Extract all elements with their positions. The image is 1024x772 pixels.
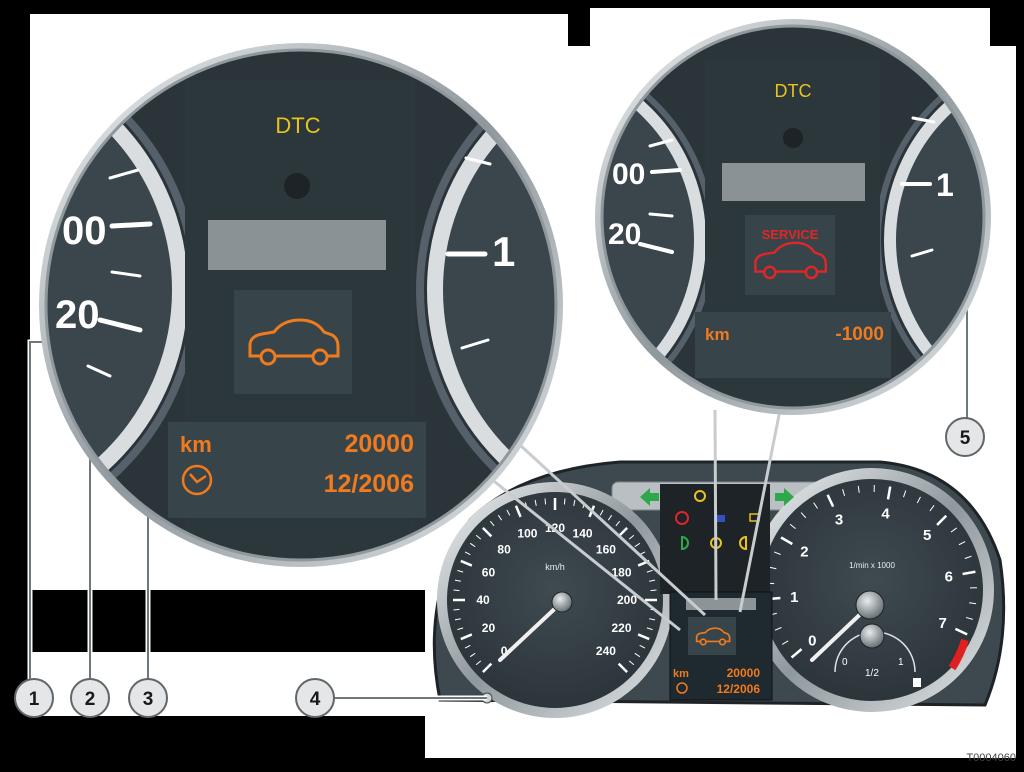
zoom-right-scale-20: 20 [608, 218, 641, 251]
speedo-label: 60 [482, 566, 496, 580]
zoom-right-info-box [695, 312, 891, 378]
zoom-left-scale-20: 20 [55, 293, 100, 337]
speedo-label: 140 [573, 527, 593, 541]
zoom-left-date: 12/2006 [324, 470, 414, 498]
tacho-label: 5 [923, 527, 931, 544]
callout-badge-4: 4 [296, 679, 334, 717]
zoom-left-unit: km [180, 432, 212, 457]
tacho-unit-label: 1/min x 1000 [849, 561, 895, 570]
speedo-unit-label: km/h [545, 562, 565, 572]
figure-id: T0004060 [966, 752, 1016, 764]
svg-text:2: 2 [85, 689, 96, 710]
tacho-label: 7 [939, 615, 947, 632]
callout-badge-1: 1 [15, 679, 53, 717]
svg-text:1: 1 [29, 689, 40, 710]
svg-text:4: 4 [310, 689, 321, 710]
tacho-label: 1 [790, 589, 798, 606]
speedo-tick [651, 590, 657, 591]
fuel-pump-icon [913, 678, 921, 687]
speedo-tick [453, 590, 459, 591]
speedo-label: 240 [596, 644, 616, 658]
svg-text:3: 3 [143, 689, 154, 710]
tacho-label: 6 [945, 569, 953, 586]
speedo-label: 40 [476, 593, 490, 607]
speedo-label: 80 [497, 542, 511, 556]
zoom-right-display-bar [722, 163, 865, 201]
zoom-left-indicator-dot [284, 173, 310, 199]
tacho-label: 0 [808, 632, 816, 649]
zoom-left-dtc-label: DTC [275, 113, 320, 138]
zoom-right-scale-1: 1 [936, 167, 954, 203]
fuel-label-half: 1/2 [865, 668, 879, 679]
callout-badge-2: 2 [71, 679, 109, 717]
zoom-right-service-text: SERVICE [762, 227, 819, 242]
svg-text:5: 5 [960, 428, 971, 449]
zoom-right-indicator-dot [783, 128, 803, 148]
center-display: km 20000 12/2006 [670, 592, 772, 700]
zoom-right-unit: km [705, 325, 730, 344]
speedo-tick [545, 498, 546, 504]
zoom-right-distance: -1000 [835, 324, 884, 345]
fuel-label-full: 1 [898, 657, 904, 668]
speedo-label: 20 [482, 621, 496, 635]
zoom-left-display-bar [208, 220, 386, 270]
zoom-right-dtc-label: DTC [775, 81, 812, 101]
callout-badge-5: 5 [946, 418, 984, 456]
speedo-hub [552, 592, 572, 612]
tachometer: 0 1 2 3 4 5 6 7 1/min x 1000 0 1/2 1 [750, 468, 994, 712]
speedo-tick [453, 609, 459, 610]
fuel-label-empty: 0 [842, 657, 848, 668]
callout-badge-3: 3 [129, 679, 167, 717]
display-unit: km [673, 668, 689, 680]
zoom-left-scale-1: 1 [492, 228, 515, 275]
tacho-label: 4 [881, 505, 890, 522]
speedo-label: 100 [517, 527, 537, 541]
tacho-hub [856, 591, 884, 619]
display-date: 12/2006 [717, 682, 761, 696]
tacho-label: 3 [835, 512, 843, 529]
zoom-left-distance: 20000 [344, 430, 414, 458]
tacho-label: 2 [800, 543, 808, 560]
speedo-label: 220 [612, 621, 632, 635]
zoom-right-scale-00: 00 [612, 158, 645, 191]
display-distance: 20000 [727, 666, 761, 680]
speedo-label: 160 [596, 542, 616, 556]
speedo-tick [564, 498, 565, 504]
zoom-left-scale-00: 00 [62, 209, 107, 253]
